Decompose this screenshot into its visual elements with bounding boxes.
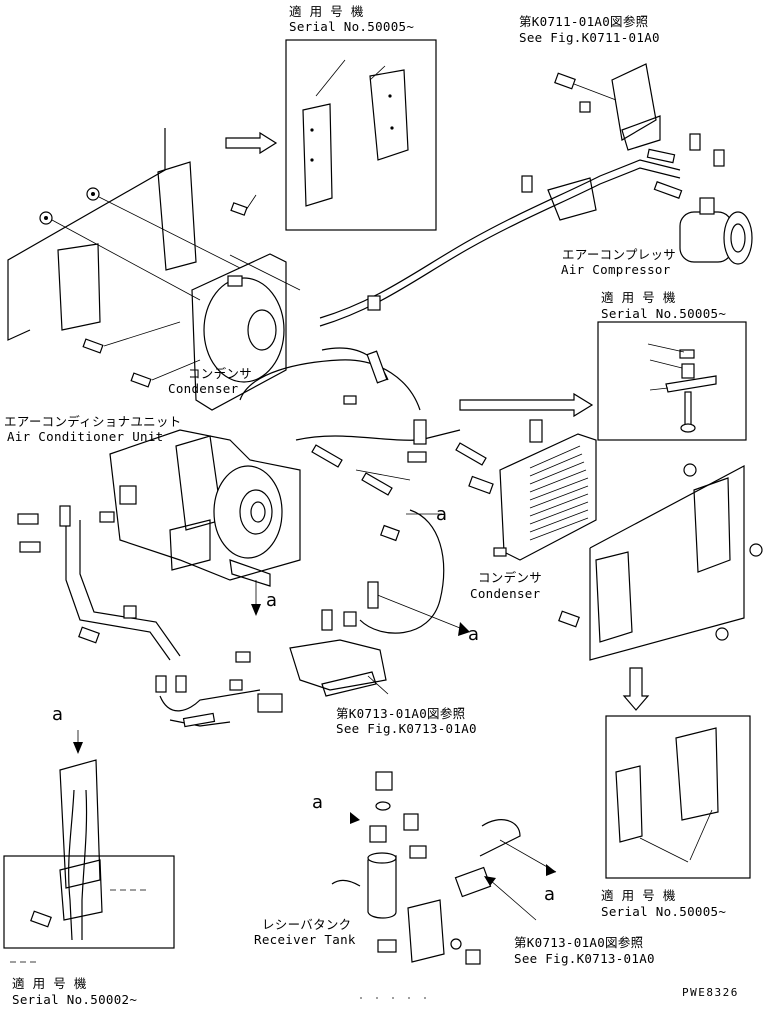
detail-box-top-center	[285, 39, 437, 231]
air-compressor	[679, 197, 753, 265]
compressor-label-jp: エアーコンプレッサ	[562, 247, 677, 262]
ref-marker-a-bottom-right: a	[544, 884, 556, 905]
right-bracket-group	[558, 463, 763, 661]
compressor-bracket	[521, 63, 725, 193]
ac-unit-label-en: Air Conditioner Unit	[7, 429, 164, 444]
air-conditioner-unit	[109, 429, 301, 616]
see-fig-mid-jp: 第K0713-01A0図参照	[336, 706, 466, 721]
serial-bottom-left-en: Serial No.50002~	[12, 992, 138, 1007]
compressor-label-en: Air Compressor	[561, 262, 671, 277]
receiver-label-en: Receiver Tank	[254, 932, 356, 947]
ref-marker-a-hose: a	[436, 504, 448, 525]
mid-hoses	[239, 347, 487, 636]
see-fig-mid-en: See Fig.K0713-01A0	[336, 721, 477, 736]
condenser-right-en: Condenser	[470, 586, 541, 601]
ref-marker-a-bottom-left: a	[52, 704, 64, 725]
drawing-code: PWE8326	[682, 986, 739, 999]
ref-marker-a-ac-unit: a	[266, 590, 278, 611]
arrow-down-to-bottom-box	[622, 667, 650, 711]
upper-pipe-to-compressor	[319, 148, 683, 327]
receiver-label-jp: レシーバタンク	[262, 917, 352, 932]
see-fig-top-jp: 第K0711-01A0図参照	[519, 14, 649, 29]
serial-right-jp: 適 用 号 機	[601, 290, 676, 305]
arrow-to-right-box	[459, 392, 594, 418]
serial-bottom-right-en: Serial No.50005~	[601, 904, 727, 919]
upper-left-bracket-group	[7, 128, 257, 388]
lower-left-pipe-assembly	[17, 485, 283, 728]
serial-right-en: Serial No.50005~	[601, 306, 727, 321]
right-condenser	[468, 419, 597, 561]
condenser-left-jp: コンデンサ	[188, 366, 253, 381]
condenser-left-en: Condenser	[168, 381, 239, 396]
ac-unit-label-jp: エアーコンディショナユニット	[4, 414, 182, 429]
ref-marker-a-mid: a	[468, 624, 480, 645]
see-fig-top-en: See Fig.K0711-01A0	[519, 30, 660, 45]
serial-top-jp: 適 用 号 機	[289, 4, 364, 19]
receiver-tank-assembly	[331, 771, 557, 965]
serial-bottom-right-jp: 適 用 号 機	[601, 888, 676, 903]
ref-marker-a-receiver: a	[312, 792, 324, 813]
serial-bottom-left-jp: 適 用 号 機	[12, 976, 87, 991]
detail-box-right-mid	[597, 321, 747, 441]
condenser-right-jp: コンデンサ	[478, 570, 543, 585]
arrow-to-top-box	[225, 131, 278, 155]
detail-box-bottom-left	[3, 730, 175, 963]
see-fig-bot-jp: 第K0713-01A0図参照	[514, 935, 644, 950]
see-fig-bot-en: See Fig.K0713-01A0	[514, 951, 655, 966]
serial-top-en: Serial No.50005~	[289, 19, 415, 34]
upper-condenser	[191, 253, 301, 411]
center-clamp-group	[289, 581, 389, 697]
detail-box-bottom-right	[605, 715, 751, 879]
